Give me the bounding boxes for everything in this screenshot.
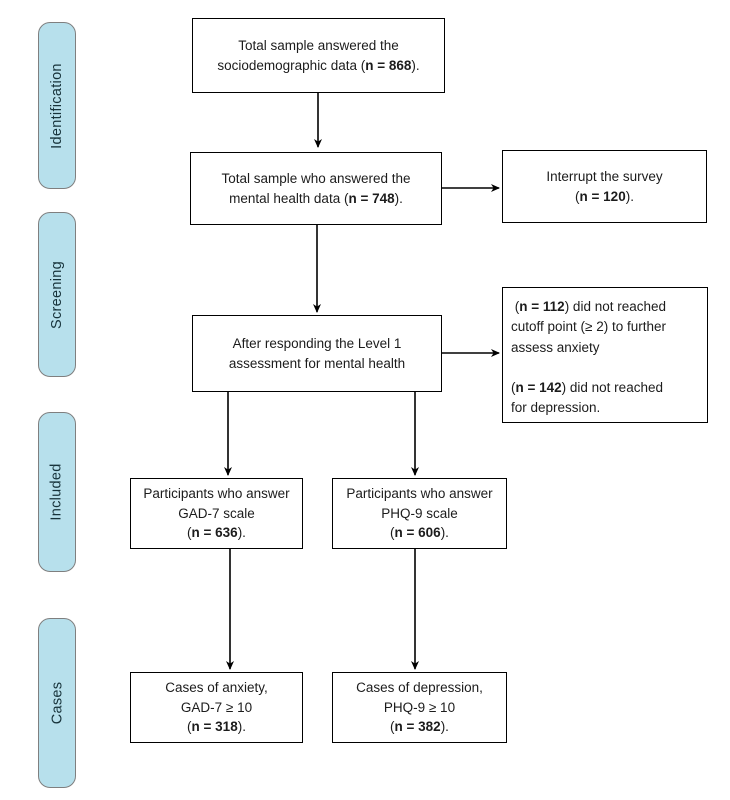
stage-label-included: Included — [49, 463, 66, 521]
box-anxiety-cases: Cases of anxiety,GAD-7 ≥ 10(n = 318). — [130, 672, 303, 743]
stage-pill-cases: Cases — [38, 618, 76, 788]
stage-pill-identification: Identification — [38, 22, 76, 189]
stage-label-identification: Identification — [49, 62, 65, 149]
stage-label-cases: Cases — [49, 681, 66, 725]
box-anxiety-cases-text: Cases of anxiety,GAD-7 ≥ 10(n = 318). — [165, 680, 268, 735]
stage-pill-screening: Screening — [38, 212, 76, 377]
box-depression-cases-text: Cases of depression,PHQ-9 ≥ 10(n = 382). — [356, 680, 483, 735]
box-interrupt-text: Interrupt the survey(n = 120). — [546, 168, 663, 204]
stage-pill-included: Included — [38, 412, 76, 572]
box-depression-cases: Cases of depression,PHQ-9 ≥ 10(n = 382). — [332, 672, 507, 743]
stage-label-screening: Screening — [49, 260, 65, 329]
box-interrupt-survey: Interrupt the survey(n = 120). — [502, 150, 707, 223]
